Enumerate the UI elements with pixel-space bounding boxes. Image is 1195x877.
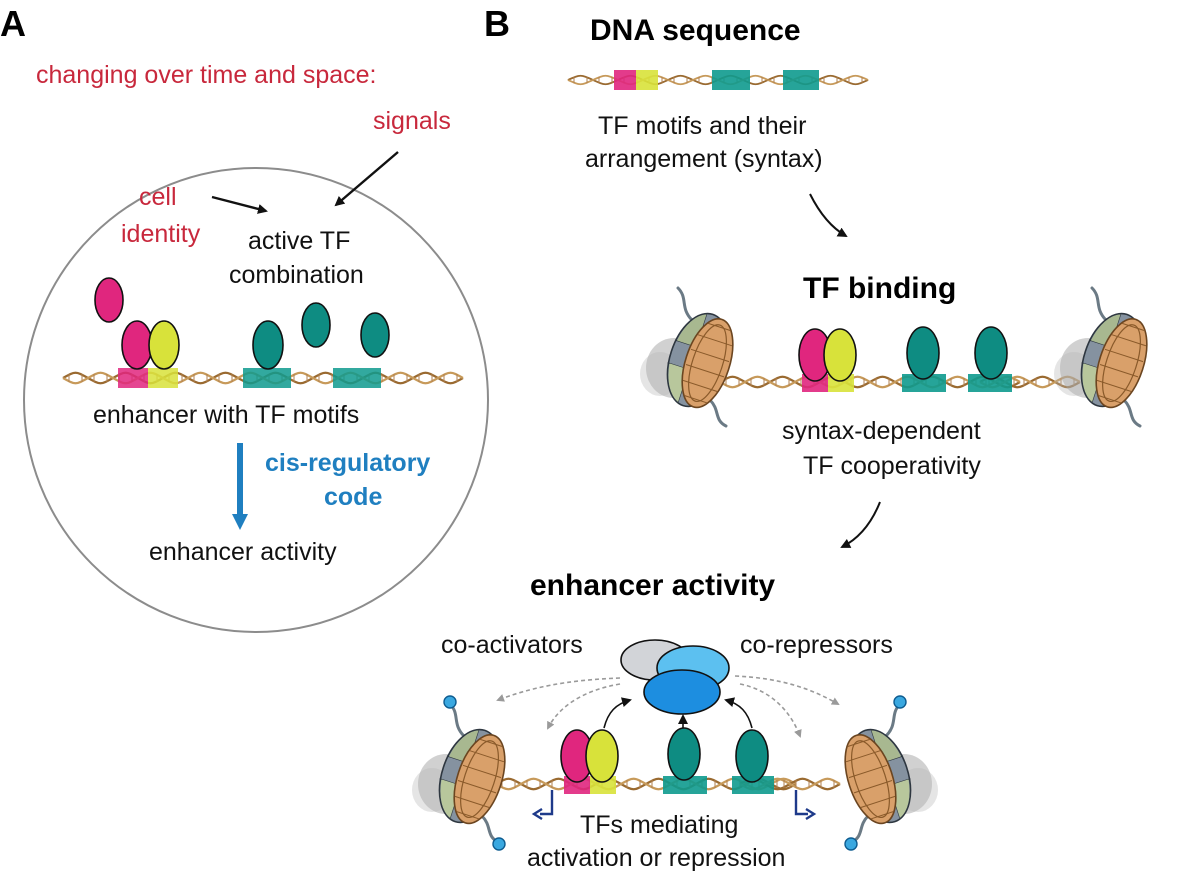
nucleosome-icon — [638, 286, 745, 428]
promoter-arrow-icon — [805, 807, 817, 821]
nucleosome-icon — [835, 696, 938, 850]
panel-b-letter: B — [484, 3, 510, 44]
dashed-arrow — [739, 683, 802, 738]
corepressors-label: co-repressors — [740, 631, 893, 659]
panel-a-header: changing over time and space: — [36, 61, 377, 89]
tf-binding-title: TF binding — [803, 272, 956, 305]
activity-dna — [494, 776, 842, 794]
promoter-arrow-icon — [794, 790, 808, 816]
cell-circle — [23, 167, 489, 633]
cis-regulatory-label-2: code — [324, 483, 382, 511]
dna-sequence-strip — [566, 70, 870, 90]
cell-identity-label-2: identity — [121, 220, 201, 248]
cis-regulatory-label-1: cis-regulatory — [265, 449, 430, 477]
transcription-factor-icon — [560, 727, 769, 783]
enhancer-dna-a — [61, 368, 465, 388]
enhancer-motifs-label: enhancer with TF motifs — [93, 401, 359, 429]
promoter-arrow-icon — [531, 807, 543, 821]
coactivators-label: co-activators — [441, 631, 583, 659]
signals-label: signals — [373, 107, 451, 135]
dna-sequence-title: DNA sequence — [590, 14, 801, 47]
flow-arrow-2 — [840, 501, 881, 548]
syntax-label-2: TF cooperativity — [803, 452, 981, 480]
recruit-arrow — [724, 697, 753, 729]
signals-arrow — [334, 151, 399, 207]
tf-binding-dna — [718, 374, 1082, 392]
active-tf-label-2: combination — [229, 261, 364, 289]
dashed-arrow — [734, 675, 840, 705]
flow-arrow-1 — [809, 193, 848, 237]
cell-identity-label-1: cell — [139, 183, 177, 211]
nucleosome-icon — [412, 696, 515, 850]
cell-identity-arrow — [211, 195, 268, 214]
motifs-label-1: TF motifs and their — [598, 112, 806, 140]
recruit-arrow — [603, 697, 632, 729]
coactivator-complex-icon — [620, 639, 730, 715]
enhancer-activity-label-a: enhancer activity — [149, 538, 337, 566]
nucleosome-icon — [1052, 286, 1159, 428]
mediating-label-1: TFs mediating — [580, 811, 738, 839]
enhancer-activity-title: enhancer activity — [530, 569, 775, 602]
active-tf-label-1: active TF — [248, 227, 350, 255]
transcription-factor-icon — [94, 277, 390, 370]
motifs-label-2: arrangement (syntax) — [585, 145, 823, 173]
transcription-factor-icon — [798, 326, 1008, 382]
dashed-arrow — [496, 677, 621, 702]
promoter-arrow-icon — [540, 790, 554, 816]
panel-a-letter: A — [0, 3, 26, 44]
syntax-label-1: syntax-dependent — [782, 417, 981, 445]
mediating-label-2: activation or repression — [527, 844, 785, 872]
dashed-arrow — [547, 683, 621, 730]
